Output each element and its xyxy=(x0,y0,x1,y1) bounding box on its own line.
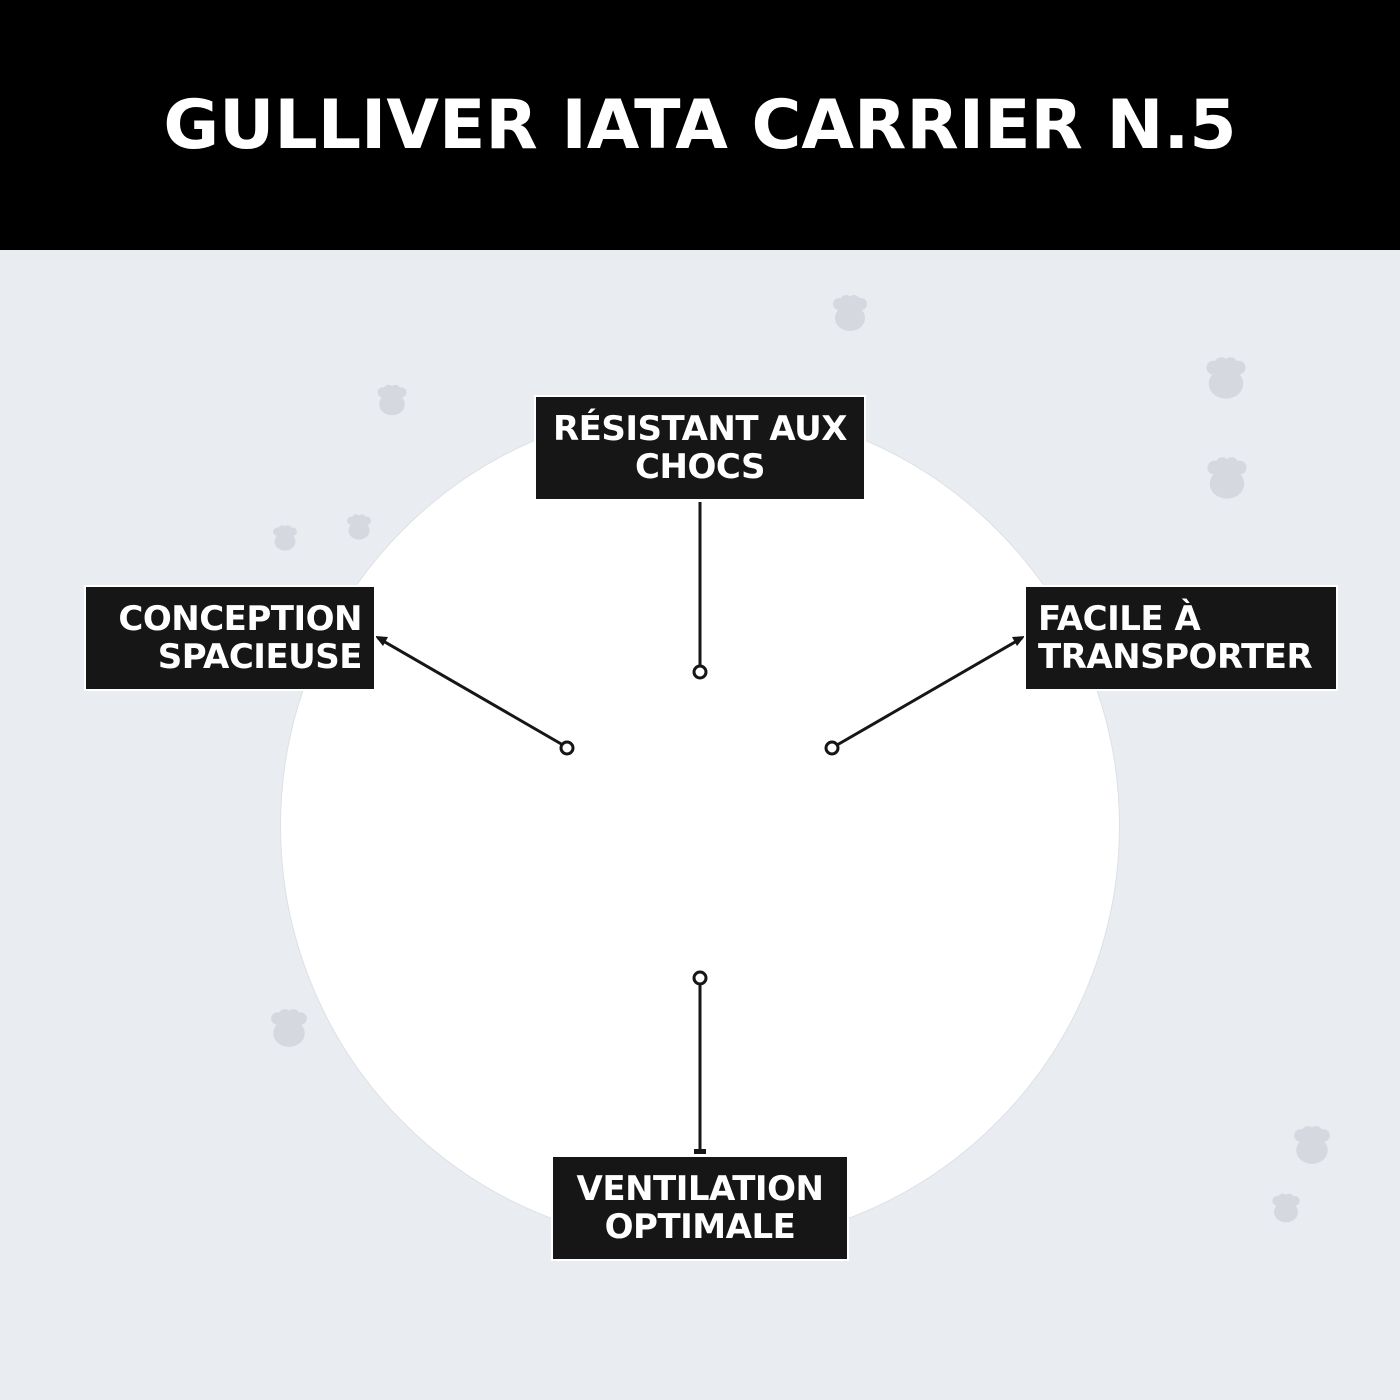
anchor-dot-right xyxy=(824,740,840,756)
paw-print-icon xyxy=(347,514,371,540)
arrowhead-left xyxy=(375,636,388,646)
anchor-dot-bottom xyxy=(692,970,708,986)
paw-print-icon xyxy=(377,384,407,416)
paw-print-icon xyxy=(833,295,867,331)
page-title: GULLIVER IATA CARRIER N.5 xyxy=(163,85,1237,165)
paw-print-icon xyxy=(1294,1126,1330,1164)
label-line: OPTIMALE xyxy=(604,1207,796,1247)
label-line: RÉSISTANT AUX xyxy=(553,409,847,449)
callout-line-right xyxy=(836,636,1023,747)
feature-label-left: CONCEPTION SPACIEUSE xyxy=(84,585,376,691)
label-line: SPACIEUSE xyxy=(157,637,363,677)
callout-line-left xyxy=(377,636,564,747)
label-line: VENTILATION xyxy=(576,1169,824,1209)
feature-label-right: FACILE À TRANSPORTER xyxy=(1024,585,1338,691)
paw-print-icon xyxy=(1206,357,1246,399)
anchor-dot-left xyxy=(559,740,575,756)
arrowhead-right xyxy=(1012,636,1025,646)
paw-print-icon xyxy=(271,1009,307,1047)
label-line: CONCEPTION xyxy=(118,599,362,639)
header-bar: GULLIVER IATA CARRIER N.5 xyxy=(0,0,1400,250)
label-line: TRANSPORTER xyxy=(1038,637,1313,677)
paw-print-icon xyxy=(1272,1193,1300,1223)
label-line: CHOCS xyxy=(635,447,765,487)
label-line: FACILE À xyxy=(1038,599,1201,639)
paw-print-icon xyxy=(1207,457,1247,499)
paw-print-icon xyxy=(273,525,297,551)
arrowhead-bottom xyxy=(694,1149,706,1154)
feature-label-top: RÉSISTANT AUX CHOCS xyxy=(534,395,866,501)
feature-label-bottom: VENTILATION OPTIMALE xyxy=(551,1155,849,1261)
anchor-dot-top xyxy=(692,664,708,680)
